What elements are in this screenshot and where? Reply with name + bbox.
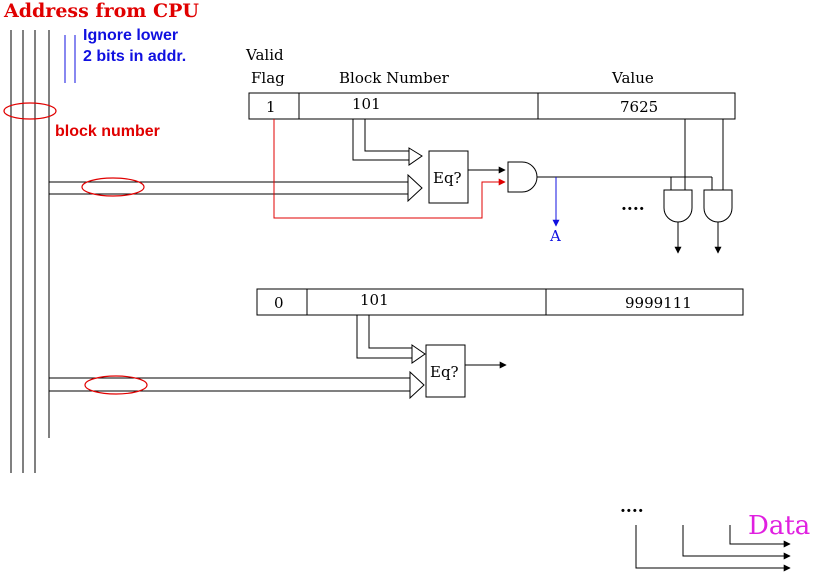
- block-number-label: block number: [55, 123, 160, 140]
- address-bus: [10, 30, 50, 473]
- value-bit-lines: [670, 119, 724, 190]
- entry-1-valid: 1: [266, 98, 276, 116]
- address-bus-to-eq2: [49, 370, 425, 400]
- and-output-label: A: [549, 227, 561, 245]
- entry-1-value: 7625: [620, 98, 658, 116]
- comparator-1-label: Eq?: [433, 169, 462, 187]
- header-block-number: Block Number: [339, 69, 450, 87]
- data-output-lines: [635, 525, 791, 572]
- data-label: Data: [748, 511, 810, 541]
- entry-2-block-bus: [356, 315, 426, 364]
- data-and-gate-2: [703, 189, 733, 223]
- entry-1-block-bus: [352, 119, 423, 166]
- address-title: Address from CPU: [3, 0, 199, 22]
- ignored-bits: [64, 35, 76, 83]
- ignore-note-line1: Ignore lower: [83, 27, 178, 44]
- data-ellipsis: ....: [620, 497, 644, 517]
- block-number-ellipse: [3, 102, 57, 120]
- comparator-2-label: Eq?: [430, 363, 459, 381]
- block-number-ellipse-1: [81, 177, 145, 197]
- cache-entry-2: 0 101 9999111: [256, 288, 744, 316]
- entry-2-value: 9999111: [625, 294, 692, 312]
- header-flag: Flag: [251, 69, 285, 87]
- ignore-note-line2: 2 bits in addr.: [83, 48, 186, 65]
- gates-ellipsis: ....: [621, 195, 645, 215]
- cache-entry-1: 1 101 7625: [248, 92, 736, 120]
- entry-2-valid: 0: [274, 294, 284, 312]
- comparator-1: [428, 150, 469, 204]
- and-gate: [507, 161, 538, 193]
- comparator-2: [425, 344, 466, 398]
- address-bus-to-eq1: [49, 173, 423, 203]
- block-number-ellipse-2: [84, 375, 148, 395]
- data-and-gate-1: [663, 189, 693, 223]
- header-valid: Valid: [245, 46, 284, 64]
- entry-1-block: 101: [352, 95, 381, 113]
- header-value: Value: [611, 69, 654, 87]
- valid-flag-line: [273, 119, 506, 219]
- entry-2-block: 101: [360, 291, 389, 309]
